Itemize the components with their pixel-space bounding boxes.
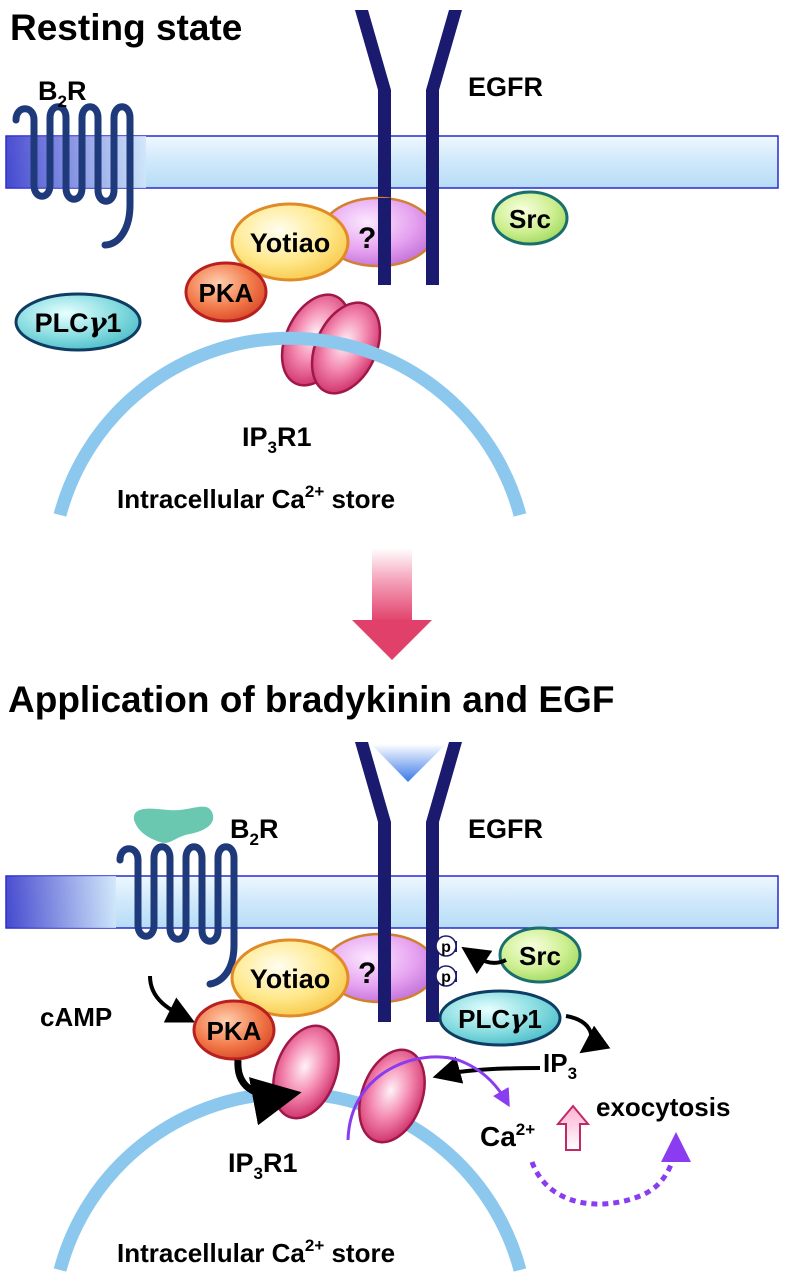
bottom-egfr-stalk-left	[378, 932, 391, 1022]
calcium-label: Ca2+	[480, 1120, 535, 1152]
svg-text:Yotiao: Yotiao	[250, 228, 331, 258]
bottom-store-label: Intracellular Ca2+ store	[117, 1236, 395, 1268]
bottom-b2r-receptor	[116, 843, 238, 988]
bottom-pka: PKA	[192, 999, 276, 1061]
calcium-release-arrow	[346, 1055, 510, 1141]
top-yotiao: Yotiao	[230, 202, 350, 282]
top-pka: PKA	[184, 261, 268, 323]
exocytosis-label: exocytosis	[596, 1092, 730, 1122]
top-src: Src	[491, 190, 569, 246]
top-ip3r1-label: IP3R1	[242, 422, 312, 457]
svg-text:Yotiao: Yotiao	[250, 964, 331, 994]
top-b2r-label: B2R	[38, 76, 86, 111]
top-store-membrane	[53, 331, 527, 517]
bottom-src: Src	[498, 926, 582, 984]
svg-text:PLCγ1: PLCγ1	[35, 308, 122, 339]
top-egfr-label: EGFR	[468, 72, 543, 102]
top-membrane	[5, 135, 779, 189]
calcium-increase-icon	[555, 1104, 591, 1151]
top-store-label: Intracellular Ca2+ store	[117, 482, 395, 514]
bottom-plcg1: PLCγ1	[438, 989, 562, 1047]
bottom-egfr-label: EGFR	[468, 814, 543, 844]
ip3-label: IP3	[543, 1048, 577, 1083]
bottom-membrane	[5, 875, 779, 929]
transition-arrow	[352, 548, 432, 660]
top-egfr-stalk-left	[378, 198, 391, 285]
bottom-ip3r1-label: IP3R1	[228, 1148, 298, 1183]
ip3-to-receptor-arrow	[432, 1056, 541, 1084]
top-plcg1: PLCγ1	[14, 292, 142, 352]
bottom-b2r-label: B2R	[230, 814, 278, 849]
svg-text:p: p	[441, 969, 451, 986]
top-unknown-label: ?	[358, 222, 376, 255]
exocytosis-arrow	[529, 1132, 691, 1207]
svg-text:Src: Src	[509, 204, 551, 234]
plc-to-ip3-arrow	[565, 1014, 611, 1054]
svg-text:PKA: PKA	[199, 278, 254, 308]
bottom-heading: Application of bradykinin and EGF	[8, 679, 614, 720]
bottom-yotiao: Yotiao	[230, 938, 350, 1018]
svg-text:Src: Src	[519, 941, 561, 971]
pka-to-ip3r-arrow	[234, 1059, 302, 1126]
camp-arrow	[148, 975, 196, 1023]
src-phospho-arrow	[461, 946, 507, 975]
bottom-unknown-label: ?	[358, 957, 376, 990]
svg-text:PLCγ1: PLCγ1	[458, 1004, 542, 1035]
phospho-sites: p p	[435, 935, 457, 987]
svg-text:p: p	[441, 939, 451, 956]
svg-text:PKA: PKA	[207, 1016, 262, 1046]
bradykinin-ligand-icon	[133, 806, 214, 843]
top-heading: Resting state	[10, 7, 242, 48]
top-egfr-stalk-right	[426, 198, 439, 285]
bottom-egfr-stalk-right	[426, 932, 439, 1022]
egf-ligand-icon	[371, 744, 446, 782]
camp-label: cAMP	[40, 1002, 112, 1032]
top-b2r-receptor	[12, 103, 134, 249]
